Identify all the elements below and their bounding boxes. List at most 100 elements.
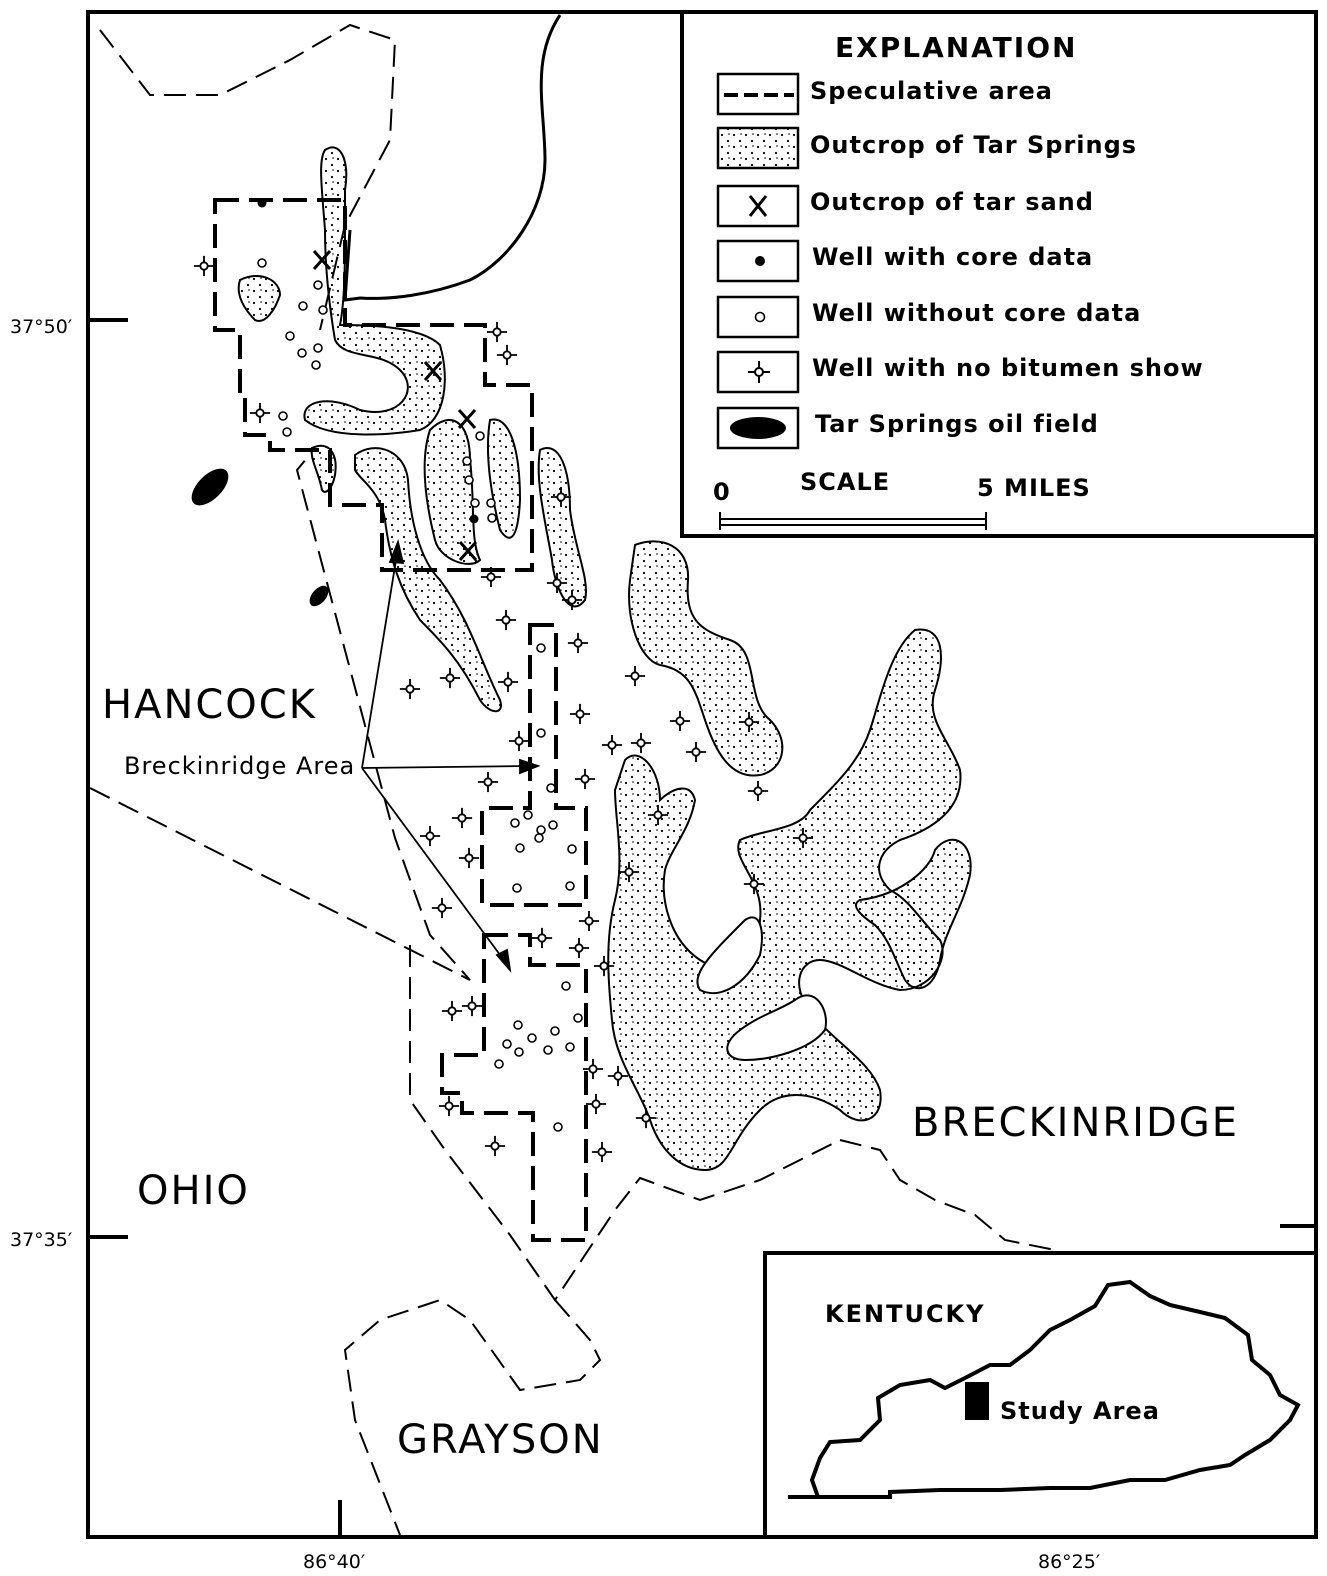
dry-well-icon bbox=[484, 1135, 506, 1157]
dry-well-icon bbox=[508, 730, 530, 752]
dry-well-icon bbox=[567, 632, 589, 654]
county-label-hancock: HANCOCK bbox=[102, 682, 317, 728]
dry-well-icon bbox=[531, 927, 553, 949]
open-circle-icon bbox=[487, 513, 497, 523]
dry-well-icon bbox=[624, 665, 646, 687]
scale-start: 0 bbox=[713, 478, 731, 506]
open-circle-icon bbox=[278, 411, 288, 421]
tar-sand-outcrops bbox=[312, 250, 478, 561]
open-circle-icon bbox=[553, 1122, 563, 1132]
open-circle-icon bbox=[257, 258, 267, 268]
scale-bar bbox=[719, 512, 987, 530]
county-boundaries bbox=[89, 23, 1056, 1536]
filled-dot-icon bbox=[755, 256, 765, 266]
open-circle-icon bbox=[536, 825, 546, 835]
open-circle-icon bbox=[561, 981, 571, 991]
open-circle-icon bbox=[515, 843, 525, 853]
dry-well-icon bbox=[630, 732, 652, 754]
dry-well-icon bbox=[441, 1000, 463, 1022]
dry-well-icon bbox=[669, 710, 691, 732]
dry-well-icon bbox=[747, 780, 769, 802]
dry-well-icon bbox=[461, 995, 483, 1017]
dry-well-icon bbox=[458, 847, 480, 869]
kentucky-inset: KENTUCKY Study Area bbox=[763, 1251, 1318, 1539]
open-circle-icon bbox=[311, 360, 321, 370]
open-circle-icon bbox=[318, 305, 328, 315]
open-circle-icon bbox=[573, 1013, 583, 1023]
open-circle-icon bbox=[475, 431, 485, 441]
legend: EXPLANATION Speculative area Outcrop of … bbox=[680, 10, 1318, 538]
lon-east-label: 86°25′ bbox=[1038, 1551, 1100, 1573]
inset-state-label: KENTUCKY bbox=[825, 1300, 986, 1328]
breckinridge-area-label: Breckinridge Area bbox=[124, 752, 355, 780]
dry-well-icon bbox=[585, 1093, 607, 1115]
open-circle-icon bbox=[543, 1045, 553, 1055]
open-circle-icon bbox=[464, 475, 474, 485]
dry-well-icon bbox=[419, 825, 441, 847]
open-circle-icon bbox=[313, 280, 323, 290]
open-circle-icon bbox=[470, 498, 480, 508]
outcrop-holes bbox=[696, 916, 827, 1062]
open-circle-icon bbox=[486, 498, 496, 508]
legend-label-outcrop-tar-springs: Outcrop of Tar Springs bbox=[810, 131, 1137, 159]
open-circle-icon bbox=[550, 1026, 560, 1036]
lat-south-label: 37°35′ bbox=[10, 1229, 72, 1251]
open-circle-icon bbox=[298, 301, 308, 311]
dry-well-icon bbox=[685, 741, 707, 763]
open-circle-icon bbox=[514, 1047, 524, 1057]
dry-well-icon bbox=[569, 703, 591, 725]
legend-label-tar-sand: Outcrop of tar sand bbox=[810, 188, 1094, 216]
filled-ellipse-icon bbox=[730, 417, 786, 439]
dry-well-icon bbox=[399, 678, 421, 700]
legend-label-core-data: Well with core data bbox=[812, 243, 1093, 271]
dry-well-icon bbox=[439, 667, 461, 689]
dry-well-icon bbox=[568, 937, 590, 959]
county-label-grayson: GRAYSON bbox=[397, 1417, 604, 1463]
dry-well-icon bbox=[451, 807, 473, 829]
inset-study-area-label: Study Area bbox=[1000, 1397, 1160, 1425]
open-circle-icon bbox=[313, 343, 323, 353]
dry-well-icon bbox=[249, 402, 271, 424]
open-circle-icon bbox=[565, 881, 575, 891]
scale-title: SCALE bbox=[800, 468, 890, 496]
wells-with-core bbox=[257, 198, 479, 524]
open-circle-icon bbox=[513, 1020, 523, 1030]
stipple-pattern-icon bbox=[716, 126, 800, 170]
open-circle-icon bbox=[534, 833, 544, 843]
dry-well-icon bbox=[477, 771, 499, 793]
open-circle-icon bbox=[494, 1059, 504, 1069]
open-circle-icon bbox=[510, 818, 520, 828]
open-circle-icon bbox=[527, 1033, 537, 1043]
legend-label-no-core-data: Well without core data bbox=[812, 299, 1141, 327]
lon-west-label: 86°40′ bbox=[303, 1551, 365, 1573]
open-circle-icon bbox=[546, 783, 556, 793]
speculative-areas bbox=[213, 198, 588, 1242]
open-circle-icon bbox=[297, 348, 307, 358]
dry-well-icon bbox=[438, 1095, 460, 1117]
oil-fields bbox=[191, 468, 329, 607]
open-circle-icon bbox=[285, 331, 295, 341]
lat-north-label: 37°50′ bbox=[10, 316, 72, 338]
tar-springs-outcrops bbox=[237, 146, 972, 1172]
open-circle-icon bbox=[567, 844, 577, 854]
dry-well-icon bbox=[574, 768, 596, 790]
river-line bbox=[343, 14, 562, 302]
dry-well-icon bbox=[193, 255, 215, 277]
x-mark-icon bbox=[748, 195, 768, 217]
county-label-ohio: OHIO bbox=[137, 1168, 250, 1214]
open-circle-icon bbox=[462, 456, 472, 466]
dry-well-icon bbox=[591, 1141, 613, 1163]
county-label-breckinridge: BRECKINRIDGE bbox=[912, 1100, 1239, 1146]
open-circle-icon bbox=[512, 883, 522, 893]
wells-without-core bbox=[257, 258, 583, 1132]
dry-well-icon bbox=[431, 897, 453, 919]
open-circle-icon bbox=[536, 643, 546, 653]
open-circle-icon bbox=[536, 728, 546, 738]
legend-label-speculative: Speculative area bbox=[810, 77, 1053, 105]
dry-well-icon bbox=[578, 910, 600, 932]
legend-label-no-bitumen: Well with no bitumen show bbox=[812, 354, 1204, 382]
study-area-marker bbox=[965, 1382, 989, 1420]
dry-well-icon bbox=[496, 344, 518, 366]
open-circle-icon bbox=[523, 810, 533, 820]
